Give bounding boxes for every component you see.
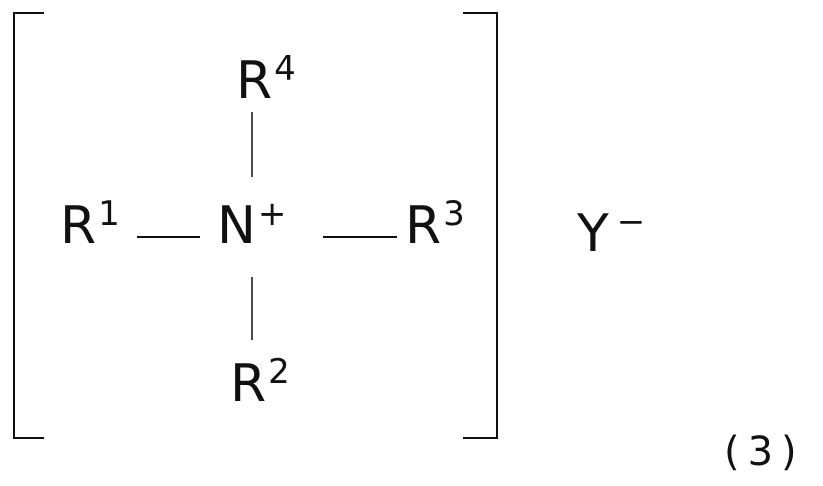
counter-ion-symbol: Y: [577, 204, 609, 264]
nitrogen-charge: +: [257, 194, 287, 234]
r2-index: 2: [268, 352, 290, 392]
nitrogen-symbol: N: [217, 196, 256, 256]
r1-symbol: R: [60, 196, 97, 256]
r4-symbol: R: [236, 51, 273, 111]
r3-index: 3: [443, 194, 465, 234]
substituent-r1: R1: [60, 197, 120, 252]
substituent-r3: R3: [405, 197, 465, 252]
substituent-r4: R4: [236, 52, 296, 107]
counter-ion-charge: −: [616, 202, 646, 242]
left-bracket: [13, 12, 44, 439]
r1-index: 1: [98, 194, 120, 234]
right-bracket: [463, 12, 498, 439]
r3-symbol: R: [405, 196, 442, 256]
nitrogen-cation: N+: [217, 197, 286, 252]
equation-number: (3): [724, 429, 805, 475]
r4-index: 4: [274, 49, 296, 89]
r2-symbol: R: [230, 354, 267, 414]
substituent-r2: R2: [230, 355, 290, 410]
counter-ion: Y−: [577, 205, 645, 260]
